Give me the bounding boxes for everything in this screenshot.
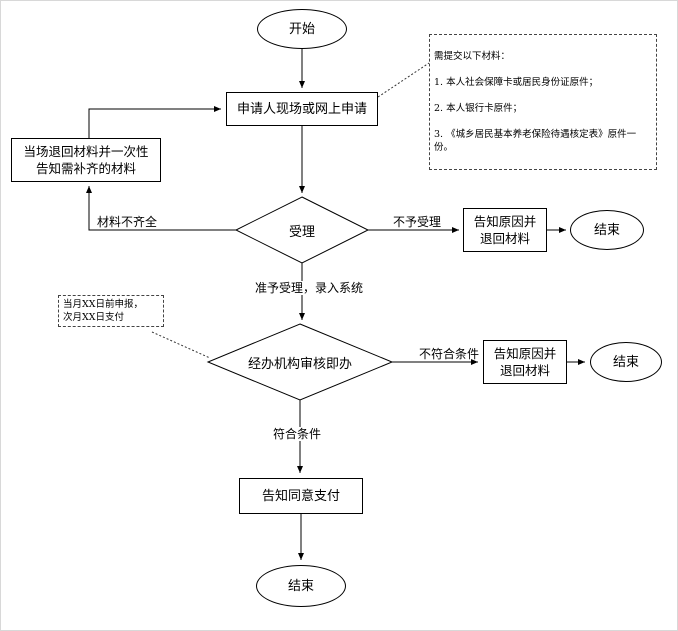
edge-label-not-accepted: 不予受理 xyxy=(393,215,442,229)
decision-accept-shape xyxy=(234,196,370,264)
materials-annotation-item: 1. 本人社会保障卡或居民身份证原件； xyxy=(434,77,599,88)
edge-accept-return xyxy=(86,186,236,231)
node-reject1: 告知原因并 退回材料 xyxy=(463,208,547,252)
decision-review-shape xyxy=(206,323,394,401)
materials-annotation-item: 3. 《城乡居民基本养老保险待遇核定表》原件一份。 xyxy=(434,129,637,153)
edge-label-not-qualified: 不符合条件 xyxy=(419,347,480,361)
materials-annotation-item: 2. 本人银行卡原件； xyxy=(434,103,523,114)
edge-return-apply xyxy=(88,106,221,138)
edge-label-incomplete: 材料不齐全 xyxy=(97,215,158,229)
node-reject2: 告知原因并 退回材料 xyxy=(483,340,567,384)
node-end1: 结束 xyxy=(570,210,644,250)
timing-annotation: 当月XX日前申报， 次月XX日支付 xyxy=(58,295,164,327)
node-pay-notice: 告知同意支付 xyxy=(239,478,363,514)
node-review-decision: 经办机构审核即办 xyxy=(247,356,352,372)
materials-annotation: 需提交以下材料： 1. 本人社会保障卡或居民身份证原件； 2. 本人银行卡原件；… xyxy=(429,34,657,170)
node-start: 开始 xyxy=(257,9,347,49)
node-apply: 申请人现场或网上申请 xyxy=(226,92,378,126)
materials-annotation-title: 需提交以下材料： xyxy=(434,51,511,62)
node-end3: 结束 xyxy=(256,565,346,607)
node-accept-decision: 受理 xyxy=(288,224,315,240)
connector-timing-annotation xyxy=(151,331,211,359)
connector-materials-annotation xyxy=(377,62,430,98)
node-return-notice: 当场退回材料并一次性 告知需补齐的材料 xyxy=(11,138,161,182)
node-end2: 结束 xyxy=(590,342,662,382)
edge-label-qualified: 符合条件 xyxy=(271,427,324,441)
edge-label-accepted: 准予受理，录入系统 xyxy=(253,281,366,295)
